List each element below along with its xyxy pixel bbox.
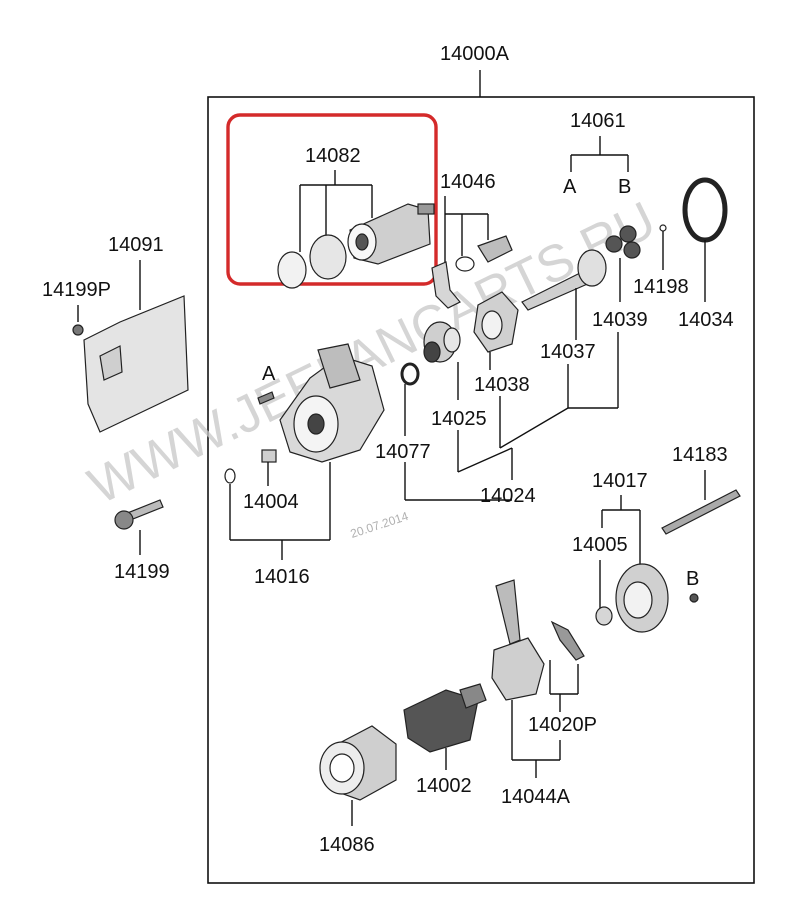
- label-14016[interactable]: 14016: [254, 566, 310, 588]
- label-14199p[interactable]: 14199P: [42, 279, 111, 301]
- label-14025[interactable]: 14025: [431, 408, 487, 430]
- leader-14044a: [511, 700, 561, 778]
- yoke-part: [319, 725, 397, 801]
- bolt-a-part: [257, 391, 275, 405]
- label-14038[interactable]: 14038: [474, 374, 530, 396]
- label-14199[interactable]: 14199: [114, 561, 170, 583]
- leader-14024: [404, 332, 619, 501]
- heat-shield-part: [83, 295, 189, 433]
- bolt-p-part: [72, 324, 84, 336]
- clutch-part: [473, 291, 519, 353]
- label-14037[interactable]: 14037: [540, 341, 596, 363]
- assembly-label[interactable]: 14000A: [440, 43, 510, 65]
- lever-part: [431, 235, 513, 309]
- label-14044a[interactable]: 14044A: [501, 786, 571, 808]
- label-14082[interactable]: 14082: [305, 145, 361, 167]
- pinion-part: [423, 321, 461, 363]
- label-14086[interactable]: 14086: [319, 834, 375, 856]
- marker-a[interactable]: A: [262, 363, 276, 385]
- leader-14046: [444, 196, 489, 262]
- brush-holder-part: [491, 579, 585, 701]
- shaft-part: [521, 249, 607, 311]
- ring-part: [682, 177, 728, 243]
- leader-14016: [229, 462, 331, 560]
- leader-14020p: [549, 660, 579, 712]
- highlight-box: [226, 113, 438, 286]
- label-14077[interactable]: 14077: [375, 441, 431, 463]
- solenoid-part: [277, 203, 435, 289]
- label-14020p[interactable]: 14020P: [528, 714, 597, 736]
- bushing-part: [261, 449, 277, 463]
- leader-14017: [601, 495, 641, 566]
- through-bolt-part: [661, 489, 741, 535]
- housing-part: [279, 343, 385, 463]
- label-14061[interactable]: 14061: [570, 110, 626, 132]
- leader-14082: [299, 170, 373, 252]
- label-14017[interactable]: 14017: [592, 470, 648, 492]
- label-14039[interactable]: 14039: [592, 309, 648, 331]
- label-14005[interactable]: 14005: [572, 534, 628, 556]
- leader-14061: [570, 136, 629, 172]
- snap-ring-part: [400, 362, 420, 386]
- armature-part: [403, 683, 487, 753]
- marker-b[interactable]: B: [686, 568, 699, 590]
- label-14198[interactable]: 14198: [633, 276, 689, 298]
- label-14061-a[interactable]: A: [563, 176, 577, 198]
- end-bushing-part: [595, 606, 613, 626]
- label-14183[interactable]: 14183: [672, 444, 728, 466]
- label-14046[interactable]: 14046: [440, 171, 496, 193]
- assembly-frame: [207, 96, 755, 884]
- label-14061-b[interactable]: B: [618, 176, 631, 198]
- bolt-part: [114, 499, 164, 530]
- label-14091[interactable]: 14091: [108, 234, 164, 256]
- date-stamp: 20.07.2014: [349, 509, 411, 541]
- end-cover-part: [615, 563, 669, 633]
- clip-part: [659, 224, 667, 232]
- label-14024[interactable]: 14024: [480, 485, 536, 507]
- label-14004[interactable]: 14004: [243, 491, 299, 513]
- gears-part: [605, 225, 641, 259]
- label-14034[interactable]: 14034: [678, 309, 734, 331]
- washer-part: [224, 468, 236, 484]
- screw-b-part: [689, 593, 699, 603]
- label-14002[interactable]: 14002: [416, 775, 472, 797]
